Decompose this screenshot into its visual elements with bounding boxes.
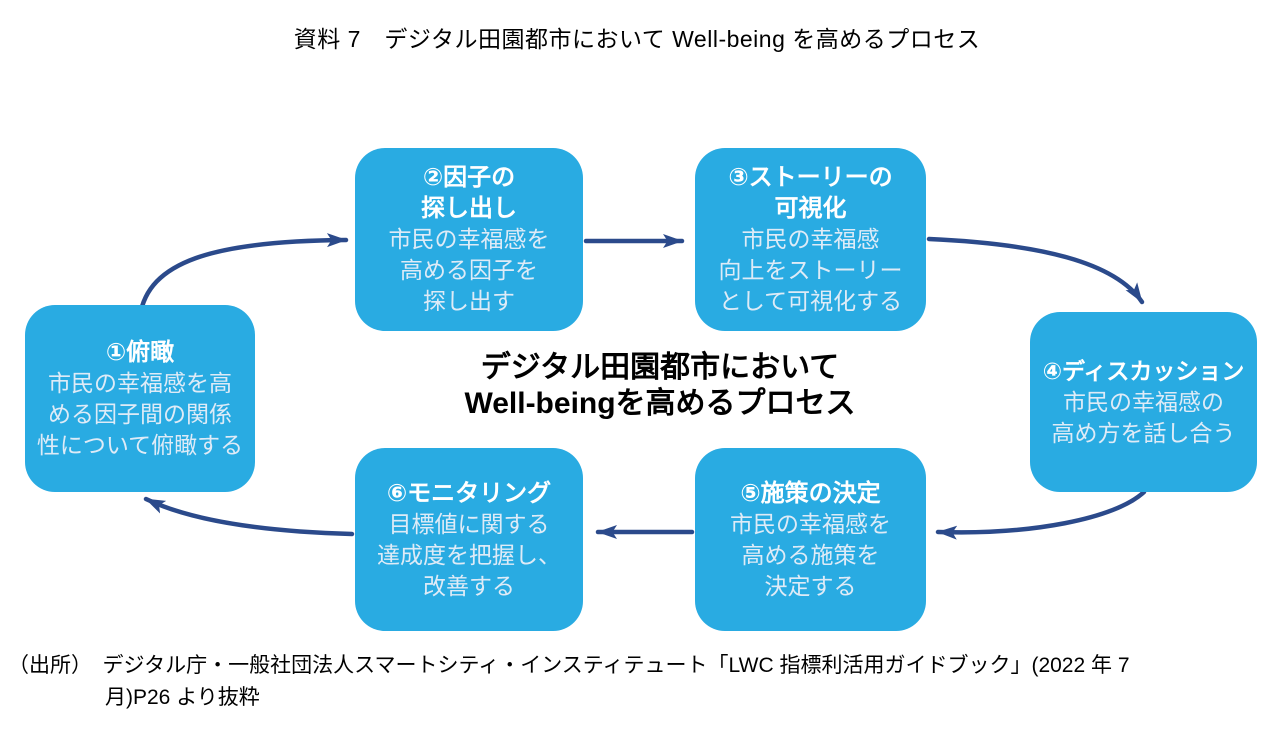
step-box-2-find-factors: ②因子の探し出し 市民の幸福感を高める因子を探し出す — [355, 148, 583, 331]
process-cycle-diagram: デジタル田園都市において Well-beingを高めるプロセス ①俯瞰 市民の幸… — [0, 60, 1274, 645]
step-box-4-discussion: ④ディスカッション 市民の幸福感の高め方を話し合う — [1030, 312, 1257, 492]
step-box-6-monitoring: ⑥モニタリング 目標値に関する達成度を把握し、改善する — [355, 448, 583, 631]
step-box-1-overview: ①俯瞰 市民の幸福感を高める因子間の関係性について俯瞰する — [25, 305, 255, 492]
step-3-body: 市民の幸福感向上をストーリーとして可視化する — [718, 226, 903, 314]
source-note-line1: （出所） デジタル庁・一般社団法人スマートシティ・インスティテュート「LWC 指… — [8, 654, 1130, 677]
step-4-body: 市民の幸福感の高め方を話し合う — [1051, 388, 1236, 446]
arrow-step6-to-step1 — [143, 496, 355, 537]
source-note-line2: 月)P26 より抜粋 — [105, 686, 260, 709]
step-5-body: 市民の幸福感を高める施策を決定する — [730, 510, 891, 599]
step-1-title: ①俯瞰 — [105, 338, 175, 366]
step-box-3-visualize-story: ③ストーリーの可視化 市民の幸福感向上をストーリーとして可視化する — [695, 148, 926, 331]
step-6-title: ⑥モニタリング — [386, 479, 552, 507]
diagram-center-label: デジタル田園都市において Well-beingを高めるプロセス — [400, 350, 920, 422]
step-5-title: ⑤施策の決定 — [740, 479, 881, 507]
center-label-line1: デジタル田園都市において — [480, 351, 840, 384]
step-box-5-decide-measures: ⑤施策の決定 市民の幸福感を高める施策を決定する — [695, 448, 926, 631]
step-3-title: ③ストーリーの可視化 — [728, 164, 893, 222]
step-4-title: ④ディスカッション — [1042, 357, 1245, 384]
source-note: （出所） デジタル庁・一般社団法人スマートシティ・インスティテュート「LWC 指… — [8, 650, 1270, 714]
step-6-body: 目標値に関する達成度を把握し、改善する — [377, 510, 561, 599]
cycle-arrows — [137, 233, 1147, 540]
arrow-step1-to-step2 — [137, 233, 349, 319]
figure-title: 資料 7 デジタル田園都市において Well-being を高めるプロセス — [293, 26, 981, 52]
step-2-body: 市民の幸福感を高める因子を探し出す — [388, 226, 550, 314]
arrow-step4-to-step5 — [935, 489, 1147, 540]
center-label-line2: Well-beingを高めるプロセス — [464, 387, 856, 420]
arrow-step3-to-step4 — [926, 236, 1145, 305]
step-2-title: ②因子の探し出し — [421, 164, 517, 222]
step-1-body: 市民の幸福感を高める因子間の関係性について俯瞰する — [36, 369, 244, 458]
